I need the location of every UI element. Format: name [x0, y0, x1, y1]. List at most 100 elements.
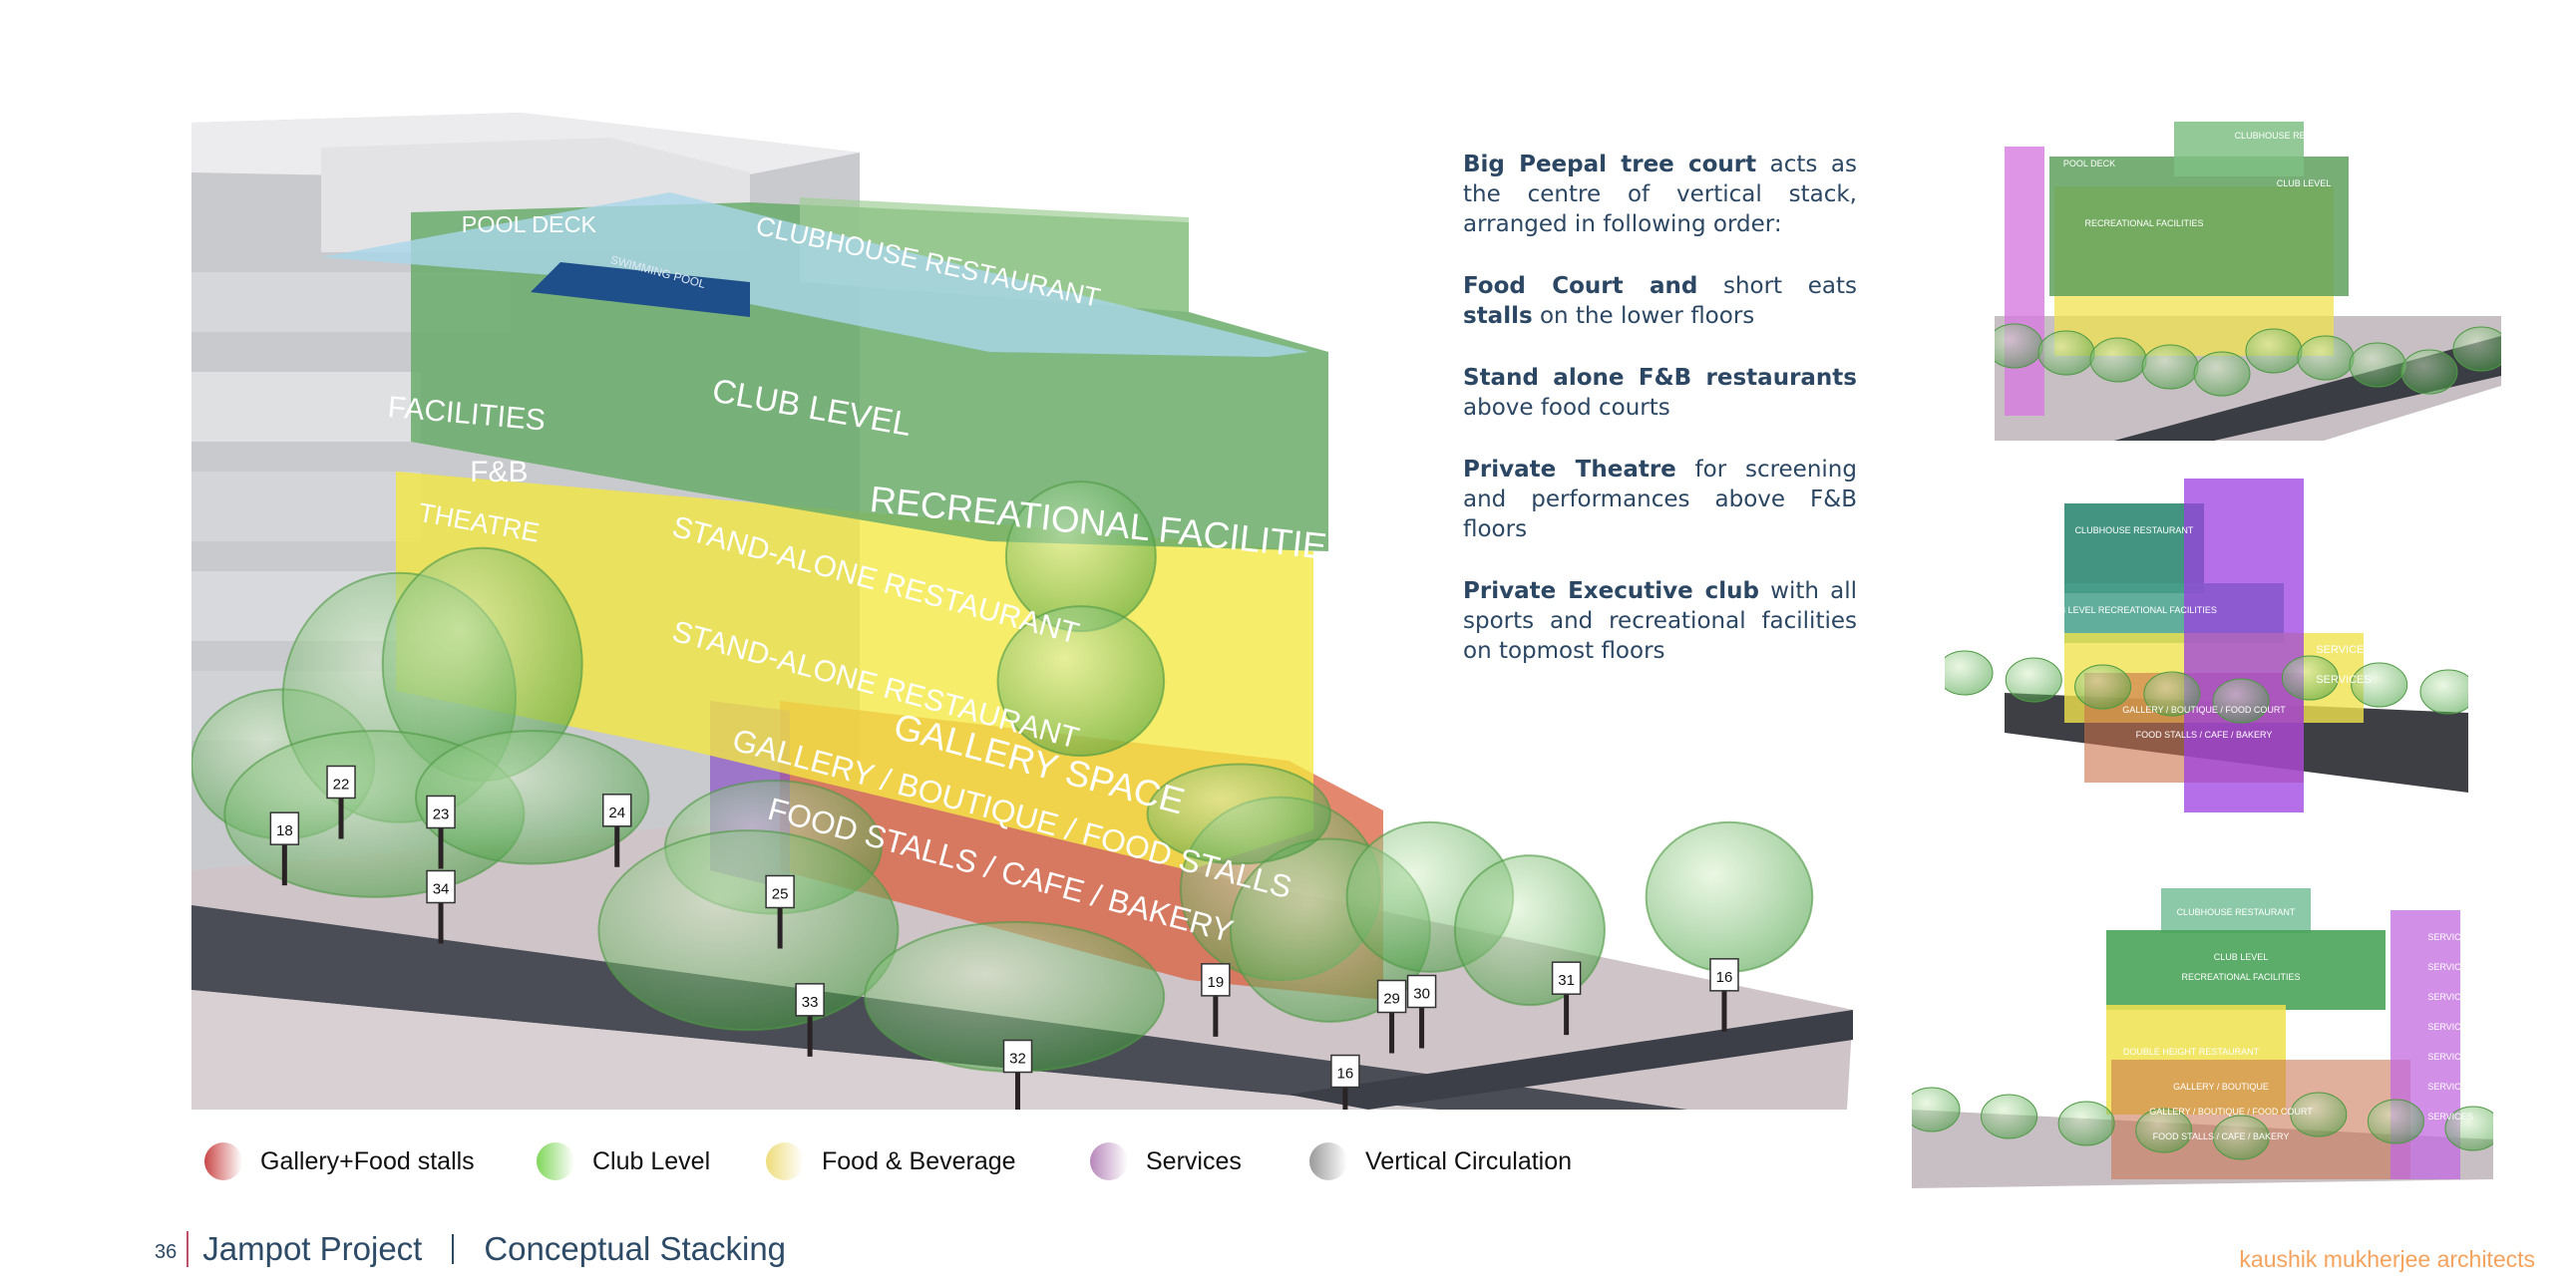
- render-label: POOL DECK: [462, 211, 597, 237]
- divider: [452, 1234, 455, 1264]
- tree-tag: [1709, 958, 1739, 992]
- tree-tag-number: 18: [276, 822, 293, 839]
- tree-tag-number: 29: [1383, 991, 1400, 1008]
- tree-tag-number: 34: [433, 880, 450, 897]
- thumbnail-label: SERVICES: [2316, 494, 2371, 506]
- text: with all sports and recreational facilit…: [1463, 578, 1858, 664]
- footer: 36 Jampot Project Conceptual Stacking: [155, 1230, 786, 1268]
- tree-canopy: [2444, 1106, 2493, 1151]
- bold-text: Stand alone F&B restaurants: [1463, 365, 1857, 391]
- thumbnail-label: SERVICES: [2427, 1052, 2472, 1062]
- tree-canopy: [2452, 326, 2501, 372]
- thumbnail-label: RECREATIONAL FACILITIES: [2084, 218, 2203, 228]
- thumbnail-label: CLUB LEVEL: [2214, 952, 2269, 962]
- tree-tag-number: 31: [1558, 972, 1575, 989]
- tree-tag: [765, 874, 795, 909]
- thumbnail-label: FOOD STALLS / CAFE / BAKERY: [2136, 730, 2273, 740]
- tree-tag: [1376, 979, 1407, 1014]
- tree-tag-number: 23: [433, 805, 450, 822]
- tree-canopy: [2419, 669, 2468, 715]
- legend-item: Club Level: [537, 1138, 710, 1184]
- tree-tag-number: 24: [608, 805, 625, 821]
- legend-swatch-icon: [204, 1142, 242, 1180]
- bold-text: stalls: [1463, 303, 1533, 329]
- tree-canopy: [996, 605, 1166, 758]
- bold-text: Big Peepal tree court: [1463, 152, 1757, 177]
- thumbnail-label: CLUB LEVEL RECREATIONAL FACILITIES: [2041, 605, 2217, 615]
- tree-canopy: [597, 829, 900, 1032]
- description-text: Big Peepal tree court acts as the centre…: [1463, 150, 1857, 698]
- legend-swatch-icon: [537, 1142, 574, 1180]
- tree-tag: [795, 983, 825, 1017]
- description-paragraph: Private Theatre for screening and perfor…: [1463, 455, 1857, 544]
- tree-tag: [426, 869, 456, 904]
- tree-canopy: [2212, 1115, 2270, 1160]
- tree-tag: [1406, 974, 1437, 1009]
- tree-canopy: [1981, 1094, 2038, 1139]
- divider: [186, 1231, 189, 1267]
- tree-canopy: [2141, 344, 2199, 390]
- tree-tag: [602, 794, 632, 827]
- text: short eats: [1697, 273, 1857, 299]
- tree-canopy: [2349, 342, 2406, 388]
- tree-tag-number: 30: [1413, 986, 1430, 1003]
- text: acts as the centre of vertical stack, ar…: [1463, 152, 1857, 237]
- thumbnail-view-1: CLUBHOUSE RESTAURANT POOL DECK CLUB LEVEL R…: [1995, 117, 2501, 441]
- brand-name: kaushik mukherjee architects: [2239, 1246, 2535, 1272]
- thumbnail-label: SERVICES: [2316, 614, 2371, 626]
- legend-label: Services: [1146, 1146, 1242, 1175]
- thumbnail-label: POOL DECK: [2063, 159, 2115, 168]
- legend-item: Gallery+Food stalls: [204, 1138, 475, 1184]
- thumbnail-label: GALLERY / BOUTIQUE / FOOD COURT: [2149, 1107, 2313, 1117]
- legend-label: Food & Beverage: [822, 1146, 1016, 1175]
- tree-canopy: [2037, 330, 2095, 376]
- tree-tag-number: 25: [772, 885, 789, 902]
- legend-swatch-icon: [766, 1142, 804, 1180]
- thumbnail-label: CLUBHOUSE RESTAURANT: [2177, 907, 2296, 917]
- thumbnail-label: SERVICES: [2316, 554, 2371, 566]
- tree-tag: [426, 795, 456, 829]
- tree-canopy: [2367, 1099, 2424, 1144]
- thumbnail-label: SERVICES: [2427, 962, 2472, 972]
- thumbnail-label: GALLERY / BOUTIQUE / FOOD COURT: [2122, 705, 2286, 715]
- thumbnail-label: CLUB LEVEL: [2277, 178, 2332, 188]
- thumbnail-label: SERVICES: [2427, 992, 2472, 1002]
- legend: Gallery+Food stalls Club Level Food & Beve…: [204, 1138, 1651, 1184]
- thumbnail-label: GALLERY / BOUTIQUE: [2173, 1082, 2269, 1092]
- tree-canopy: [1645, 820, 1814, 973]
- thumbnail-label: FOOD STALLS / CAFE / BAKERY: [2153, 1131, 2290, 1141]
- section-title: Conceptual Stacking: [484, 1230, 787, 1267]
- tree-tag-number: 22: [333, 776, 350, 793]
- description-paragraph: Stand alone F&B restaurants above food c…: [1463, 363, 1857, 423]
- tree-canopy: [2193, 351, 2251, 397]
- thumbnail-label: SERVICES: [2316, 644, 2371, 656]
- bold-text: Private Theatre: [1463, 457, 1676, 483]
- project-title: Jampot Project: [202, 1230, 423, 1267]
- legend-label: Club Level: [592, 1146, 711, 1175]
- legend-label: Vertical Circulation: [1365, 1146, 1573, 1175]
- swimming-pool: [531, 262, 750, 317]
- tree-canopy: [2290, 1092, 2348, 1137]
- thumbnail-label: SERVICES: [2427, 1082, 2472, 1092]
- tree-canopy: [2212, 678, 2270, 724]
- thumbnail-label: CLUBHOUSE RESTAURANT: [2075, 525, 2194, 535]
- tree-tag: [326, 765, 356, 800]
- tree-tag-number: 32: [1009, 1051, 1026, 1068]
- tree-tag: [1551, 961, 1582, 995]
- tree-tag-number: 16: [1337, 1066, 1354, 1083]
- thumbnail-label: SERVICES: [2316, 584, 2371, 596]
- tree-canopy: [2281, 655, 2339, 701]
- tree-tag: [1330, 1054, 1360, 1089]
- thumbnail-label: CLUBHOUSE RESTAURANT: [2235, 131, 2354, 141]
- tree-tag-number: 33: [802, 994, 819, 1011]
- tree-canopy: [2245, 328, 2303, 374]
- tree-canopy: [2089, 337, 2147, 383]
- legend-item: Vertical Circulation: [1309, 1138, 1572, 1184]
- legend-label: Gallery+Food stalls: [260, 1146, 475, 1175]
- description-paragraph: Food Court and short eats stalls on the …: [1463, 271, 1857, 331]
- tree-canopy: [2297, 335, 2355, 381]
- text: on the lower floors: [1532, 303, 1755, 329]
- tree-canopy: [2074, 664, 2132, 710]
